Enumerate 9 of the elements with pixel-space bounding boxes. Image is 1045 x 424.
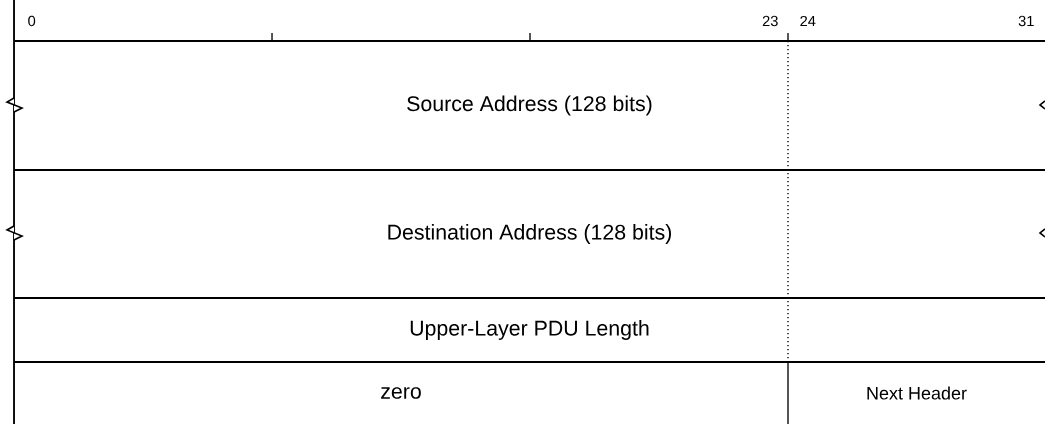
header-field: Next Header — [867, 386, 967, 400]
header-field: zero — [381, 387, 421, 399]
bit-number: 24 — [800, 15, 816, 27]
bit-number: 0 — [28, 15, 36, 27]
bit-number: 23 — [762, 15, 778, 27]
bit-number: 31 — [1018, 15, 1034, 27]
header-field: Destination Address (128 bits) — [388, 224, 671, 244]
header-field: Source Address (128 bits) — [407, 95, 652, 116]
header-field: Upper-Layer PDU Length — [410, 320, 649, 340]
